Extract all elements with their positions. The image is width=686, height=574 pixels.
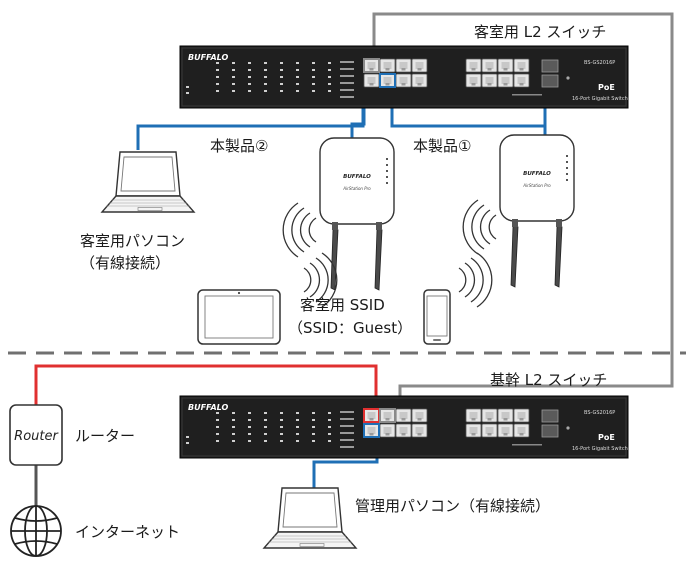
guest-pc-label-line1: 客室用パソコン	[80, 232, 185, 250]
guest-switch-uplink-port	[363, 58, 380, 73]
guest-switch-subtitle: 16-Port Gigabit Switch	[572, 96, 628, 102]
guest-switch-poe: PoE	[598, 83, 615, 92]
core-l2-switch: BUFFALO BS-GS2016P PoE 16-Port Gigabit S…	[180, 396, 628, 458]
core-switch-poe: PoE	[598, 433, 615, 442]
red-internet-cable	[34, 364, 378, 415]
router-icon: Router	[9, 404, 63, 466]
guest-switch-model: BS-GS2016P	[584, 60, 615, 66]
smartphone-icon	[423, 289, 451, 345]
tablet-icon	[197, 289, 281, 345]
internet-globe-icon	[10, 505, 62, 557]
core-switch-label: 基幹 L2 スイッチ	[490, 371, 607, 389]
guest-switch-brand: BUFFALO	[188, 53, 228, 62]
wifi-waves-phone	[458, 252, 493, 308]
access-point-2: BUFFALO AirStation Pro	[319, 137, 395, 291]
gray-uplink-cable	[372, 12, 674, 405]
ap1-product: AirStation Pro	[522, 183, 551, 188]
core-switch-uplink-port	[379, 408, 396, 423]
wifi-waves-ap1	[462, 199, 497, 255]
wifi-waves-ap2	[282, 202, 317, 258]
router-box-text: Router	[14, 429, 59, 444]
ap1-brand: BUFFALO	[523, 171, 551, 177]
ap2-product: AirStation Pro	[342, 186, 371, 191]
ap2-brand: BUFFALO	[343, 174, 371, 180]
admin-pc-laptop-icon	[263, 487, 357, 549]
core-switch-subtitle: 16-Port Gigabit Switch	[572, 446, 628, 452]
core-switch-admin-port	[363, 423, 380, 438]
guest-switch-ap-port	[379, 73, 396, 88]
guest-pc-label-line2: （有線接続）	[80, 254, 170, 272]
guest-switch-label: 客室用 L2 スイッチ	[474, 23, 606, 41]
ssid-label-line2: （SSID：Guest）	[288, 319, 412, 337]
router-label: ルーター	[75, 427, 135, 445]
core-switch-brand: BUFFALO	[188, 403, 228, 412]
admin-pc-label: 管理用パソコン（有線接続）	[355, 497, 550, 515]
product-2-label: 本製品②	[210, 137, 268, 155]
access-point-1: BUFFALO AirStation Pro	[499, 134, 575, 288]
internet-label: インターネット	[75, 523, 180, 541]
guest-l2-switch: BUFFALO BS-GS2016P PoE 16-Port Gigabit S…	[180, 46, 628, 108]
product-1-label: 本製品①	[413, 137, 471, 155]
guest-pc-laptop-icon	[101, 151, 195, 213]
core-switch-model: BS-GS2016P	[584, 410, 615, 416]
ssid-label-line1: 客室用 SSID	[300, 296, 385, 314]
